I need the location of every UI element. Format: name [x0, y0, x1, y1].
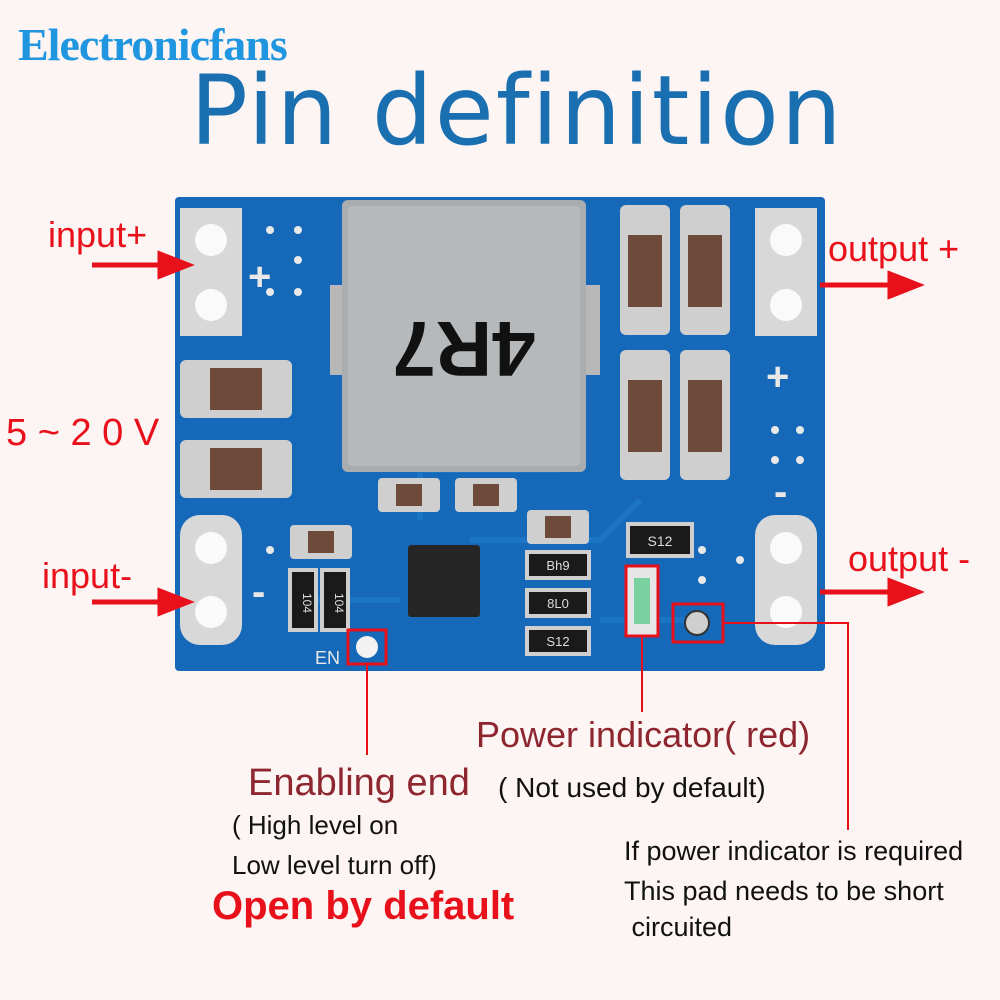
vias: [266, 226, 804, 584]
label-input-plus: input+: [48, 214, 148, 255]
label-input-minus: input-: [42, 555, 133, 596]
board-minus-right: -: [774, 470, 787, 514]
small-capacitors: [290, 478, 589, 559]
label-voltage: 5 ~ 2 0 V: [6, 412, 160, 454]
chip-code-1: S12: [648, 533, 673, 549]
input-capacitors: [180, 360, 292, 498]
input-minus-pad: [180, 515, 242, 645]
enable-line2: Low level turn off): [232, 850, 437, 880]
brand-logo: Electronicfans: [18, 19, 288, 70]
page-title: Pin definition: [190, 55, 844, 167]
chip-code-3: 8L0: [547, 596, 569, 611]
board-minus-left: -: [252, 570, 265, 614]
enable-title: Enabling end: [248, 762, 470, 804]
input-plus-pad: [180, 208, 242, 336]
resistors: [288, 522, 694, 656]
inductor-marking: 4R7: [392, 305, 535, 393]
board-plus-left: +: [248, 255, 271, 299]
label-output-minus: output -: [848, 538, 971, 579]
leader-lines: [366, 622, 849, 830]
pad-note-line3: circuited: [624, 912, 733, 942]
inductor: [330, 200, 600, 472]
ic-chip: [408, 545, 480, 617]
chip-code-6: 104: [332, 593, 346, 613]
enable-line1: ( High level on: [232, 810, 399, 840]
en-label: EN: [315, 648, 340, 668]
pad-note-line2: This pad needs to be short: [624, 876, 944, 906]
output-capacitors: [620, 205, 730, 480]
chip-code-4: S12: [546, 634, 569, 649]
power-indicator-sub: ( Not used by default): [498, 772, 766, 803]
output-minus-pad: [755, 515, 817, 645]
enable-default: Open by default: [212, 884, 515, 928]
pin-arrows: [92, 250, 925, 617]
board-plus-right: +: [766, 355, 789, 399]
chip-code-2: Bh9: [546, 558, 569, 573]
power-indicator-title: Power indicator( red): [476, 714, 811, 755]
chip-code-5: 104: [300, 593, 314, 613]
output-plus-pad: [755, 208, 817, 336]
pad-note-line1: If power indicator is required: [624, 836, 964, 866]
label-output-plus: output +: [828, 228, 960, 269]
